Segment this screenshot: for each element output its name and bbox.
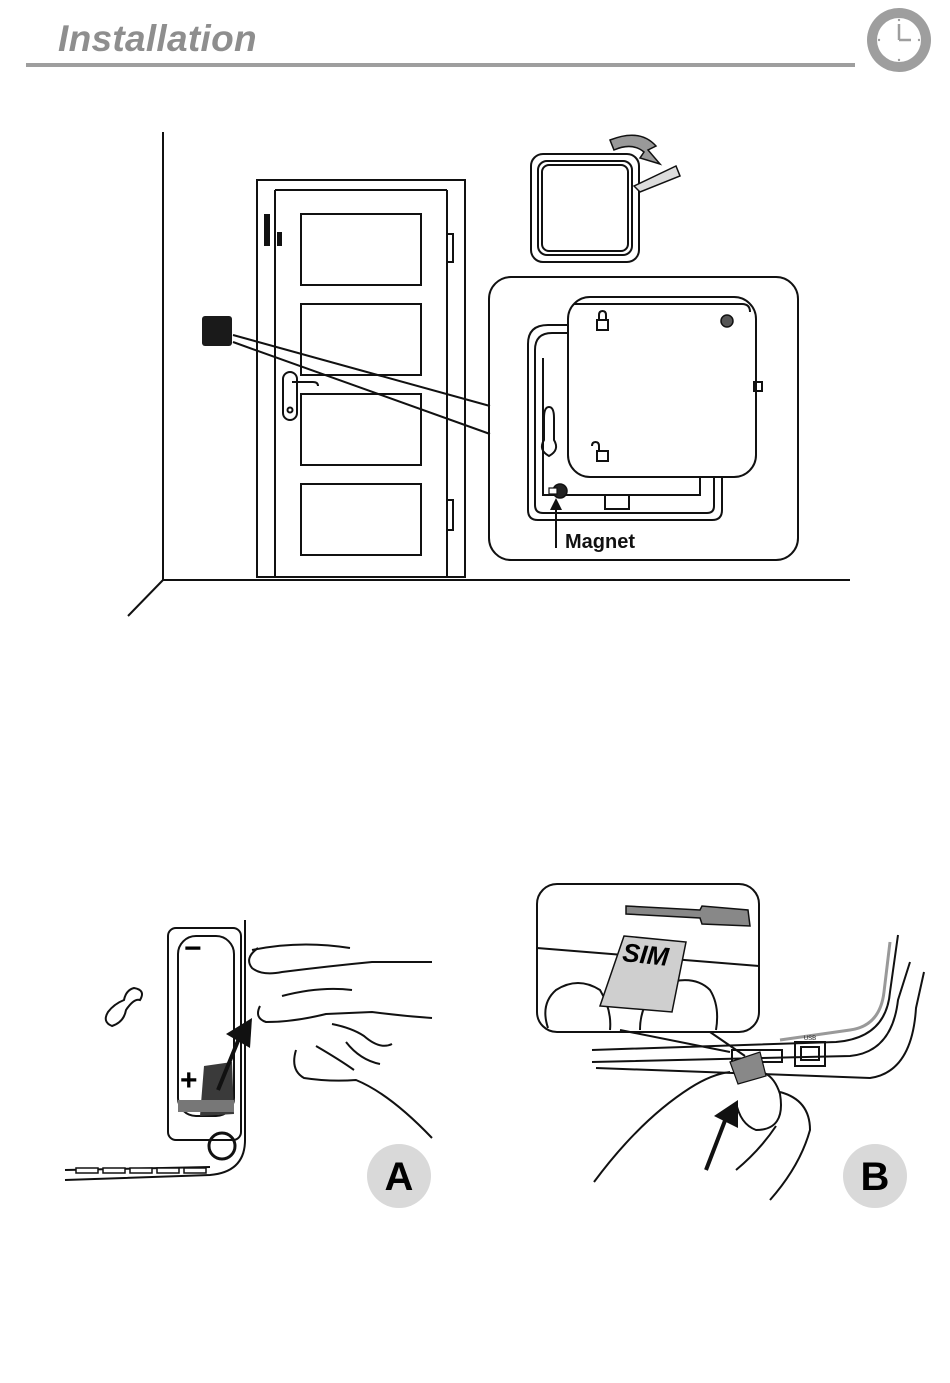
step-letter-b: B: [861, 1155, 890, 1199]
usb-port-label: USB: [804, 1036, 816, 1042]
sim-card-label: SIM: [621, 937, 671, 972]
